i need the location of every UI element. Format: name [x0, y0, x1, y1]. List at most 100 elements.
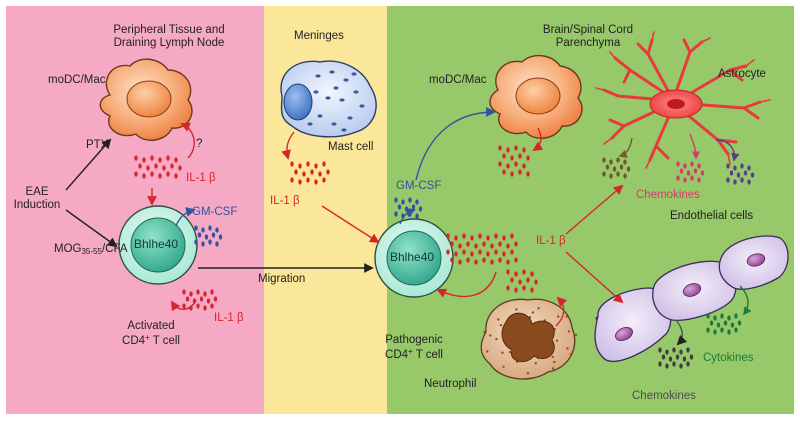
chemokine-cluster-endo-dot: [665, 363, 669, 369]
il1b-cluster-center-dot: [478, 249, 482, 255]
il1b-cluster-left-top-dot: [174, 173, 178, 179]
gmcsf-cluster-left: [194, 225, 223, 247]
modc-mac-left-cell: [99, 58, 193, 141]
arrow-gmcsf-to-modc: [415, 107, 496, 181]
brown-cluster-astro-dot: [609, 159, 613, 165]
il1b-cluster-modc-right-dot: [502, 169, 506, 175]
il1b-cluster-left-top-dot: [166, 155, 170, 161]
arrow-astro-purple: [715, 139, 740, 162]
purple-cluster-astro-dot: [740, 177, 744, 183]
activated-t-cell-label: Activated CD4+ T cell: [96, 320, 206, 348]
il1b-cluster-left-top-dot: [158, 173, 162, 179]
chemokine-cluster-astro-dot: [700, 170, 705, 176]
il1b-cluster-neutrophil-dot: [514, 287, 518, 293]
arrow-meninges-il1b-to-tcell: [321, 205, 380, 244]
neutrophil-granule: [569, 353, 573, 356]
mast-granule: [329, 70, 335, 74]
gmcsf-cluster-right-dot: [394, 197, 398, 203]
astrocyte-cell: [595, 31, 771, 169]
il1b-cluster-left-top: [134, 155, 182, 179]
il1b-cluster-left-bottom-dot: [196, 303, 200, 309]
il1b-cluster-left-top-dot: [170, 163, 174, 169]
il1b-cluster-neutrophil-dot: [530, 287, 534, 293]
activated-tcell: T cell: [152, 335, 180, 348]
mast-granule: [347, 116, 353, 120]
astrocyte-label: Astrocyte: [718, 68, 766, 80]
il1b-brain-label: IL-1 β: [536, 235, 566, 247]
eae-line2: Induction: [13, 199, 61, 212]
peripheral-title: Peripheral Tissue and Draining Lymph Nod…: [74, 24, 264, 50]
il1b-left-top-label: IL-1 β: [186, 172, 216, 184]
il1b-cluster-center-dot: [458, 259, 462, 265]
il1b-cluster-center-dot: [490, 259, 494, 265]
arrow-astro-chemokines: [689, 133, 701, 160]
cytokine-cluster-endo-dot: [730, 322, 735, 328]
purple-cluster-astro-dot: [726, 177, 730, 183]
pathogenic-tcell: T cell: [415, 349, 443, 362]
chemokine-cluster-endo-dot: [672, 361, 676, 367]
purple-cluster-astro-dot: [733, 165, 737, 171]
gmcsf-cluster-right-dot: [418, 206, 423, 212]
chemokine-cluster-endo-dot: [658, 347, 662, 353]
gmcsf-cluster-right-dot: [401, 199, 405, 205]
mast-granule: [331, 122, 337, 126]
il1b-cluster-meninges-dot: [294, 169, 298, 175]
il1b-cluster-left-top-dot: [166, 171, 170, 177]
brown-cluster-astro-dot: [602, 171, 606, 177]
il1b-cluster-left-bottom-dot: [210, 303, 214, 309]
il1b-cluster-modc-right-dot: [518, 169, 522, 175]
modc-mac-right-label: moDC/Mac: [429, 74, 487, 86]
il1b-cluster-center-dot: [490, 243, 494, 249]
mog-sub: 35-55: [81, 247, 102, 256]
il1b-cluster-center-dot: [486, 251, 490, 257]
eae-induction-label: EAE Induction: [8, 186, 66, 212]
il1b-cluster-neutrophil-dot: [526, 277, 530, 283]
chemokine-cluster-astro-dot: [686, 170, 691, 176]
cytokine-cluster-endo-dot: [716, 322, 721, 328]
il1b-cluster-center: [446, 233, 518, 265]
il1b-cluster-meninges-dot: [306, 177, 310, 183]
activated-t-cell: [118, 205, 198, 285]
brain-title-line1: Brain/Spinal Cord: [542, 24, 634, 36]
il1b-cluster-meninges-dot: [298, 179, 302, 185]
purple-cluster-astro-dot: [729, 170, 734, 176]
mast-granule: [351, 72, 357, 76]
il1b-cluster-left-bottom-dot: [206, 298, 211, 304]
neutrophil-granule: [537, 307, 540, 310]
gmcsf-cluster-right-dot: [415, 199, 419, 205]
il1b-left-bottom-label: IL-1 β: [214, 312, 244, 324]
il1b-cluster-left-bottom-dot: [182, 303, 186, 309]
pathogenic-line1: Pathogenic: [385, 334, 443, 346]
chemokine-cluster-astro-dot: [697, 177, 701, 183]
chemokine-cluster-astro-dot: [676, 161, 680, 167]
gmcsf-cluster-left-dot: [208, 239, 212, 245]
brown-cluster-astro: [602, 157, 631, 179]
mast-granule: [343, 78, 349, 82]
il1b-cluster-modc-right-dot: [510, 171, 514, 177]
brown-cluster-astro-dot: [619, 164, 624, 170]
gmcsf-cluster-left-dot: [218, 234, 223, 240]
gmcsf-right-label: GM-CSF: [396, 180, 442, 192]
il1b-cluster-meninges-dot: [310, 169, 314, 175]
mast-granule: [313, 90, 319, 94]
il1b-cluster-center-dot: [502, 235, 506, 241]
gmcsf-cluster-left-dot: [204, 234, 209, 240]
meninges-title: Meninges: [294, 30, 344, 42]
neutrophil-granule: [566, 347, 569, 350]
il1b-cluster-meninges-dot: [302, 171, 306, 177]
purple-cluster-astro-dot: [740, 163, 744, 169]
chemokines-top-label: Chemokines: [636, 189, 700, 201]
il1b-cluster-center-dot: [478, 233, 482, 239]
il1b-cluster-left-bottom-dot: [196, 289, 200, 295]
chemokine-cluster-endo-dot: [672, 347, 676, 353]
il1b-cluster-neutrophil-dot: [514, 271, 518, 277]
neutrophil-granule: [486, 350, 489, 353]
mast-cell-label: Mast cell: [328, 141, 374, 153]
chemokine-cluster-astro-dot: [693, 168, 698, 174]
endothelial-label: Endothelial cells: [670, 210, 754, 222]
bhlhe40-right-label: Bhlhe40: [390, 250, 435, 264]
arrow-eae-to-tcell: [65, 209, 118, 248]
gmcsf-cluster-right-dot: [394, 211, 398, 217]
purple-cluster-astro-dot: [747, 165, 751, 171]
cytokine-cluster-endo-dot: [734, 313, 738, 319]
